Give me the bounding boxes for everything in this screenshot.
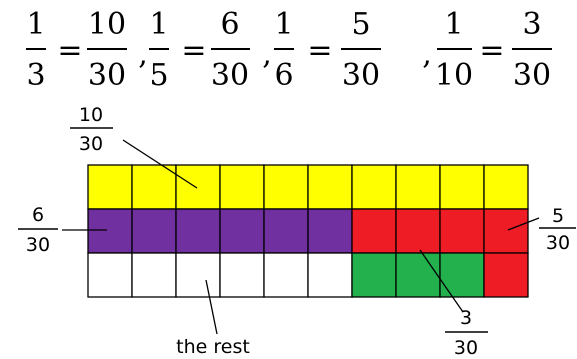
leader-line-yellow [122, 139, 198, 189]
grid-cell-purple [263, 208, 309, 254]
equation-2: 1 5 = 6 30 [149, 7, 250, 93]
grid-cell-purple [175, 208, 221, 254]
grid-cell-green [351, 252, 397, 298]
fraction-grid [87, 164, 529, 298]
eq4-right-denominator: 30 [513, 58, 551, 93]
grid-cell-yellow [483, 164, 529, 210]
grid-cell-white [87, 252, 133, 298]
grid-cell-red [351, 208, 397, 254]
grid-cell-yellow [87, 164, 133, 210]
separator-3: , [422, 37, 432, 72]
grid-cell-white [131, 252, 177, 298]
label-purple-numerator: 6 [32, 204, 44, 226]
leader-lines [62, 139, 540, 335]
grid-cell-yellow [263, 164, 309, 210]
grid-cell-white [307, 252, 353, 298]
grid-cell-yellow [131, 164, 177, 210]
equation-3: 1 6 = 5 30 [274, 7, 381, 93]
grid-cell-purple [131, 208, 177, 254]
label-red-fraction: 5 30 [539, 205, 576, 254]
grid-cell-white [175, 252, 221, 298]
grid-cell-red [395, 208, 441, 254]
eq2-right-denominator: 30 [211, 58, 249, 93]
grid-cell-purple [307, 208, 353, 254]
label-purple-fraction: 6 30 [18, 204, 58, 256]
grid-cell-white [219, 252, 265, 298]
separator-1: , [138, 37, 148, 72]
label-purple-denominator: 30 [26, 234, 50, 256]
label-yellow-numerator: 10 [79, 104, 103, 126]
eq1-equals-sign: = [57, 33, 82, 68]
eq3-right-numerator: 5 [351, 7, 370, 42]
grid-cell-green [395, 252, 441, 298]
eq4-equals-sign: = [479, 33, 504, 68]
eq2-right-numerator: 6 [220, 7, 239, 42]
label-green-fraction: 3 30 [445, 307, 488, 359]
grid-cell-yellow [395, 164, 441, 210]
grid-cell-green [439, 252, 485, 298]
eq1-left-numerator: 1 [26, 7, 45, 42]
eq1-right-numerator: 10 [88, 7, 126, 42]
eq4-left-numerator: 1 [444, 7, 463, 42]
eq4-right-numerator: 3 [522, 7, 541, 42]
grid-cell-yellow [439, 164, 485, 210]
grid-cell-red [439, 208, 485, 254]
grid-cell-red [483, 252, 529, 298]
grid-cell-yellow [307, 164, 353, 210]
eq2-equals-sign: = [181, 33, 206, 68]
eq4-left-denominator: 10 [435, 58, 473, 93]
equation-row: 1 3 = 10 30 , 1 5 = 6 30 , 1 6 = 5 [26, 7, 552, 93]
eq2-left-numerator: 1 [149, 7, 168, 42]
eq3-equals-sign: = [307, 33, 332, 68]
grid-cell-white [263, 252, 309, 298]
leader-line-green [419, 249, 464, 313]
separator-2: , [262, 37, 272, 72]
label-red-numerator: 5 [552, 205, 564, 227]
eq2-left-denominator: 5 [149, 58, 168, 93]
eq3-left-numerator: 1 [274, 7, 293, 42]
grid-cell-red [483, 208, 529, 254]
grid-cell-yellow [351, 164, 397, 210]
label-yellow-denominator: 30 [79, 133, 103, 155]
label-the-rest: the rest [176, 336, 250, 358]
label-green-numerator: 3 [460, 307, 472, 329]
equation-1: 1 3 = 10 30 [26, 7, 127, 93]
eq1-right-denominator: 30 [88, 58, 126, 93]
equation-4: 1 10 = 3 30 [435, 7, 552, 93]
eq1-left-denominator: 3 [26, 58, 45, 93]
label-red-denominator: 30 [546, 232, 570, 254]
eq3-right-denominator: 30 [342, 58, 380, 93]
grid-cell-purple [219, 208, 265, 254]
grid-cell-yellow [175, 164, 221, 210]
leader-line-rest [205, 279, 218, 335]
label-green-denominator: 30 [454, 337, 478, 359]
leader-line-red [507, 217, 540, 231]
label-yellow-fraction: 10 30 [70, 104, 113, 155]
eq3-left-denominator: 6 [274, 58, 293, 93]
grid-cell-yellow [219, 164, 265, 210]
grid-cell-purple [87, 208, 133, 254]
